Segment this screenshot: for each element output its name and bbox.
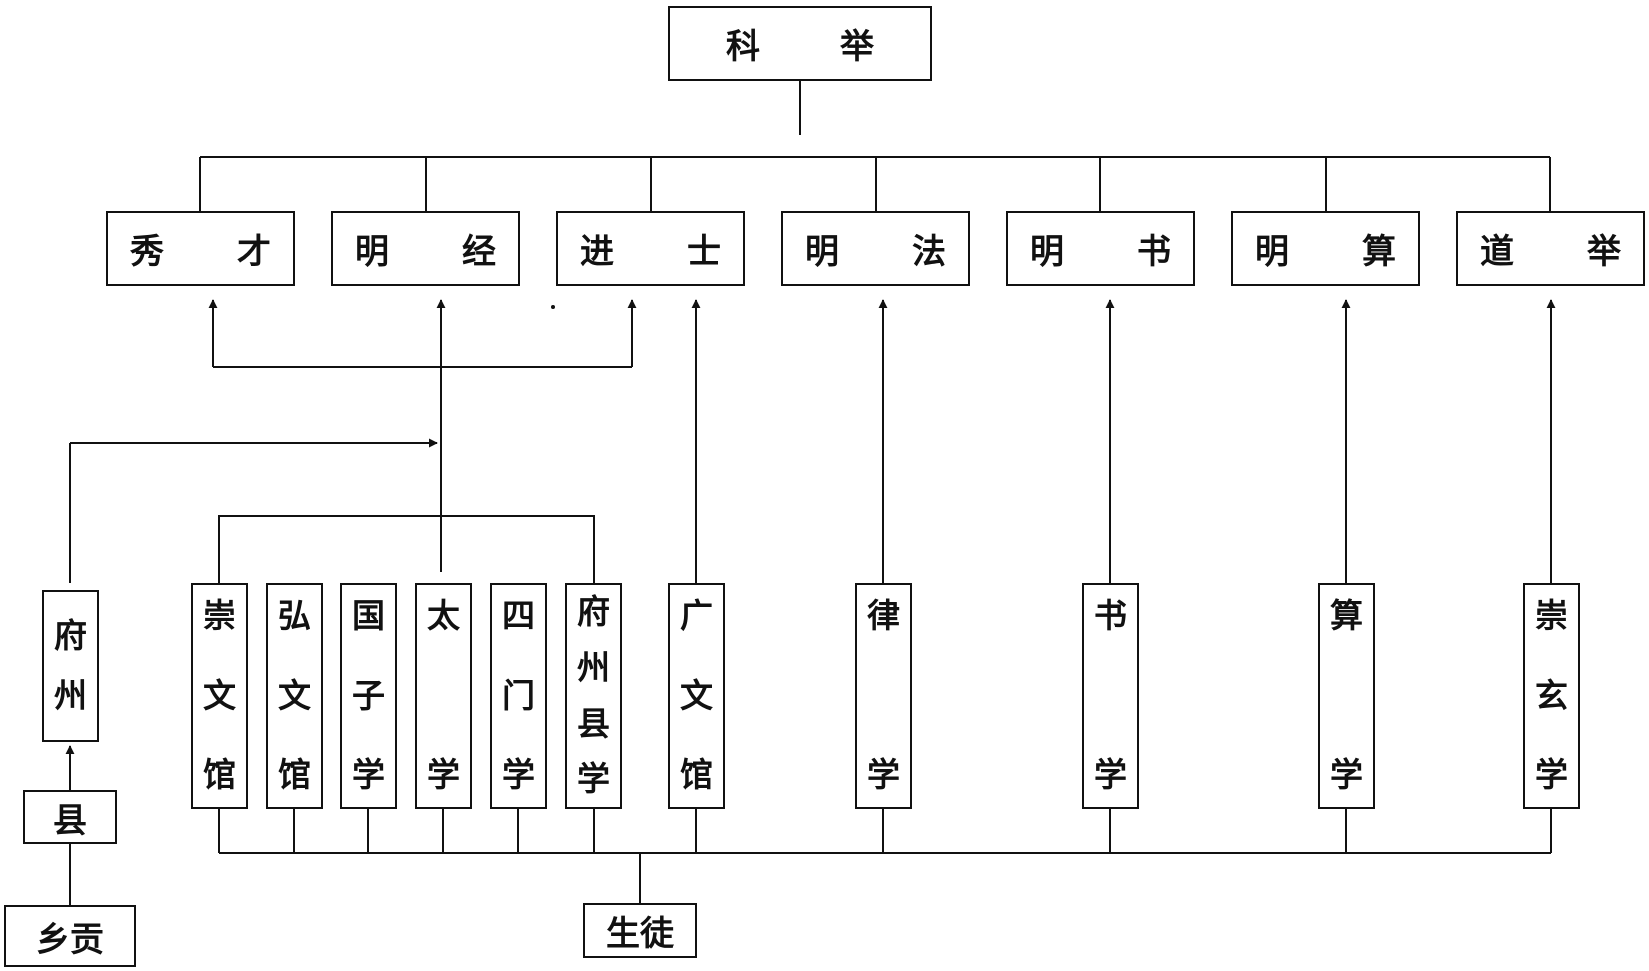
fuzhou-box: 府 州 <box>42 590 99 742</box>
guangwenguan-char-3: 馆 <box>680 755 713 795</box>
keju-char-1: 科 <box>726 27 760 67</box>
stray-dot <box>551 305 555 309</box>
lvxue-char-1: 律 <box>867 596 900 635</box>
suanxue-char-2: 学 <box>1330 755 1363 795</box>
suanxue-char-1: 算 <box>1330 596 1363 635</box>
simenxue-char-3: 学 <box>502 755 535 795</box>
chongxuanxue-char-3: 学 <box>1535 755 1568 795</box>
mingshu-char-2: 书 <box>1137 232 1171 272</box>
mingshu-box: 明 书 <box>1006 211 1195 286</box>
mingsuan-char-1: 明 <box>1255 232 1289 272</box>
xian-label: 县 <box>53 800 87 841</box>
chongwenguan-box: 崇 文 馆 <box>191 583 248 809</box>
lvxue-box: 律 学 <box>855 583 912 809</box>
guozixue-char-2: 子 <box>352 675 385 715</box>
jinshi-char-1: 进 <box>580 232 614 272</box>
daoju-char-1: 道 <box>1480 232 1514 272</box>
guozixue-box: 国 子 学 <box>340 583 397 809</box>
guangwenguan-box: 广 文 馆 <box>668 583 725 809</box>
mingfa-char-2: 法 <box>912 232 946 272</box>
mingsuan-char-2: 算 <box>1362 232 1396 272</box>
mingjing-box: 明 经 <box>331 211 520 286</box>
guozixue-char-3: 学 <box>352 755 385 795</box>
mingsuan-box: 明 算 <box>1231 211 1420 286</box>
simenxue-char-1: 四 <box>502 596 535 635</box>
mingjing-char-2: 经 <box>462 232 496 272</box>
shuxue-char-2: 学 <box>1094 755 1127 795</box>
shengtu-box: 生徒 <box>583 903 697 958</box>
school-bracket <box>218 515 595 583</box>
xiucai-box: 秀 才 <box>106 211 295 286</box>
keju-char-2: 举 <box>840 27 874 67</box>
chongwenguan-char-1: 崇 <box>203 596 236 635</box>
mingjing-char-1: 明 <box>355 232 389 272</box>
xian-box: 县 <box>23 790 117 844</box>
jinshi-char-2: 士 <box>687 232 721 272</box>
shuxue-char-1: 书 <box>1094 596 1127 635</box>
taixue-char-1: 太 <box>427 596 460 635</box>
suanxue-box: 算 学 <box>1318 583 1375 809</box>
fuzhouxianxue-char-1: 府 <box>577 592 610 631</box>
mingfa-box: 明 法 <box>781 211 970 286</box>
fuzhouxianxue-char-3: 县 <box>577 703 610 743</box>
taixue-char-2: 学 <box>427 755 460 795</box>
guangwenguan-char-2: 文 <box>680 675 713 715</box>
shuxue-box: 书 学 <box>1082 583 1139 809</box>
fuzhou-char-2: 州 <box>54 675 87 715</box>
xianggong-label: 乡贡 <box>36 919 104 960</box>
keju-box: 科 举 <box>668 6 932 81</box>
hongwenguan-box: 弘 文 馆 <box>266 583 323 809</box>
hongwenguan-char-3: 馆 <box>278 755 311 795</box>
chongwenguan-char-2: 文 <box>203 675 236 715</box>
xiucai-char-1: 秀 <box>130 232 164 272</box>
chongwenguan-char-3: 馆 <box>203 755 236 795</box>
taixue-box: 太 学 <box>415 583 472 809</box>
fuzhouxianxue-box: 府 州 县 学 <box>565 583 622 809</box>
lvxue-char-2: 学 <box>867 755 900 795</box>
mingfa-char-1: 明 <box>805 232 839 272</box>
chongxuanxue-box: 崇 玄 学 <box>1523 583 1580 809</box>
xianggong-box: 乡贡 <box>4 905 136 967</box>
chongxuanxue-char-1: 崇 <box>1535 596 1568 635</box>
shengtu-label: 生徒 <box>606 914 674 954</box>
guangwenguan-char-1: 广 <box>680 596 713 635</box>
fuzhouxianxue-char-2: 州 <box>577 647 610 687</box>
fuzhou-char-1: 府 <box>54 615 87 655</box>
daoju-char-2: 举 <box>1587 232 1621 272</box>
hongwenguan-char-1: 弘 <box>278 596 311 635</box>
simenxue-box: 四 门 学 <box>490 583 547 809</box>
jinshi-box: 进 士 <box>556 211 745 286</box>
fuzhouxianxue-char-4: 学 <box>577 759 610 799</box>
simenxue-char-2: 门 <box>502 675 535 715</box>
xiucai-char-2: 才 <box>237 232 271 272</box>
guozixue-char-1: 国 <box>352 596 385 635</box>
mingshu-char-1: 明 <box>1030 232 1064 272</box>
daoju-box: 道 举 <box>1456 211 1645 286</box>
hongwenguan-char-2: 文 <box>278 675 311 715</box>
chongxuanxue-char-2: 玄 <box>1535 675 1568 715</box>
